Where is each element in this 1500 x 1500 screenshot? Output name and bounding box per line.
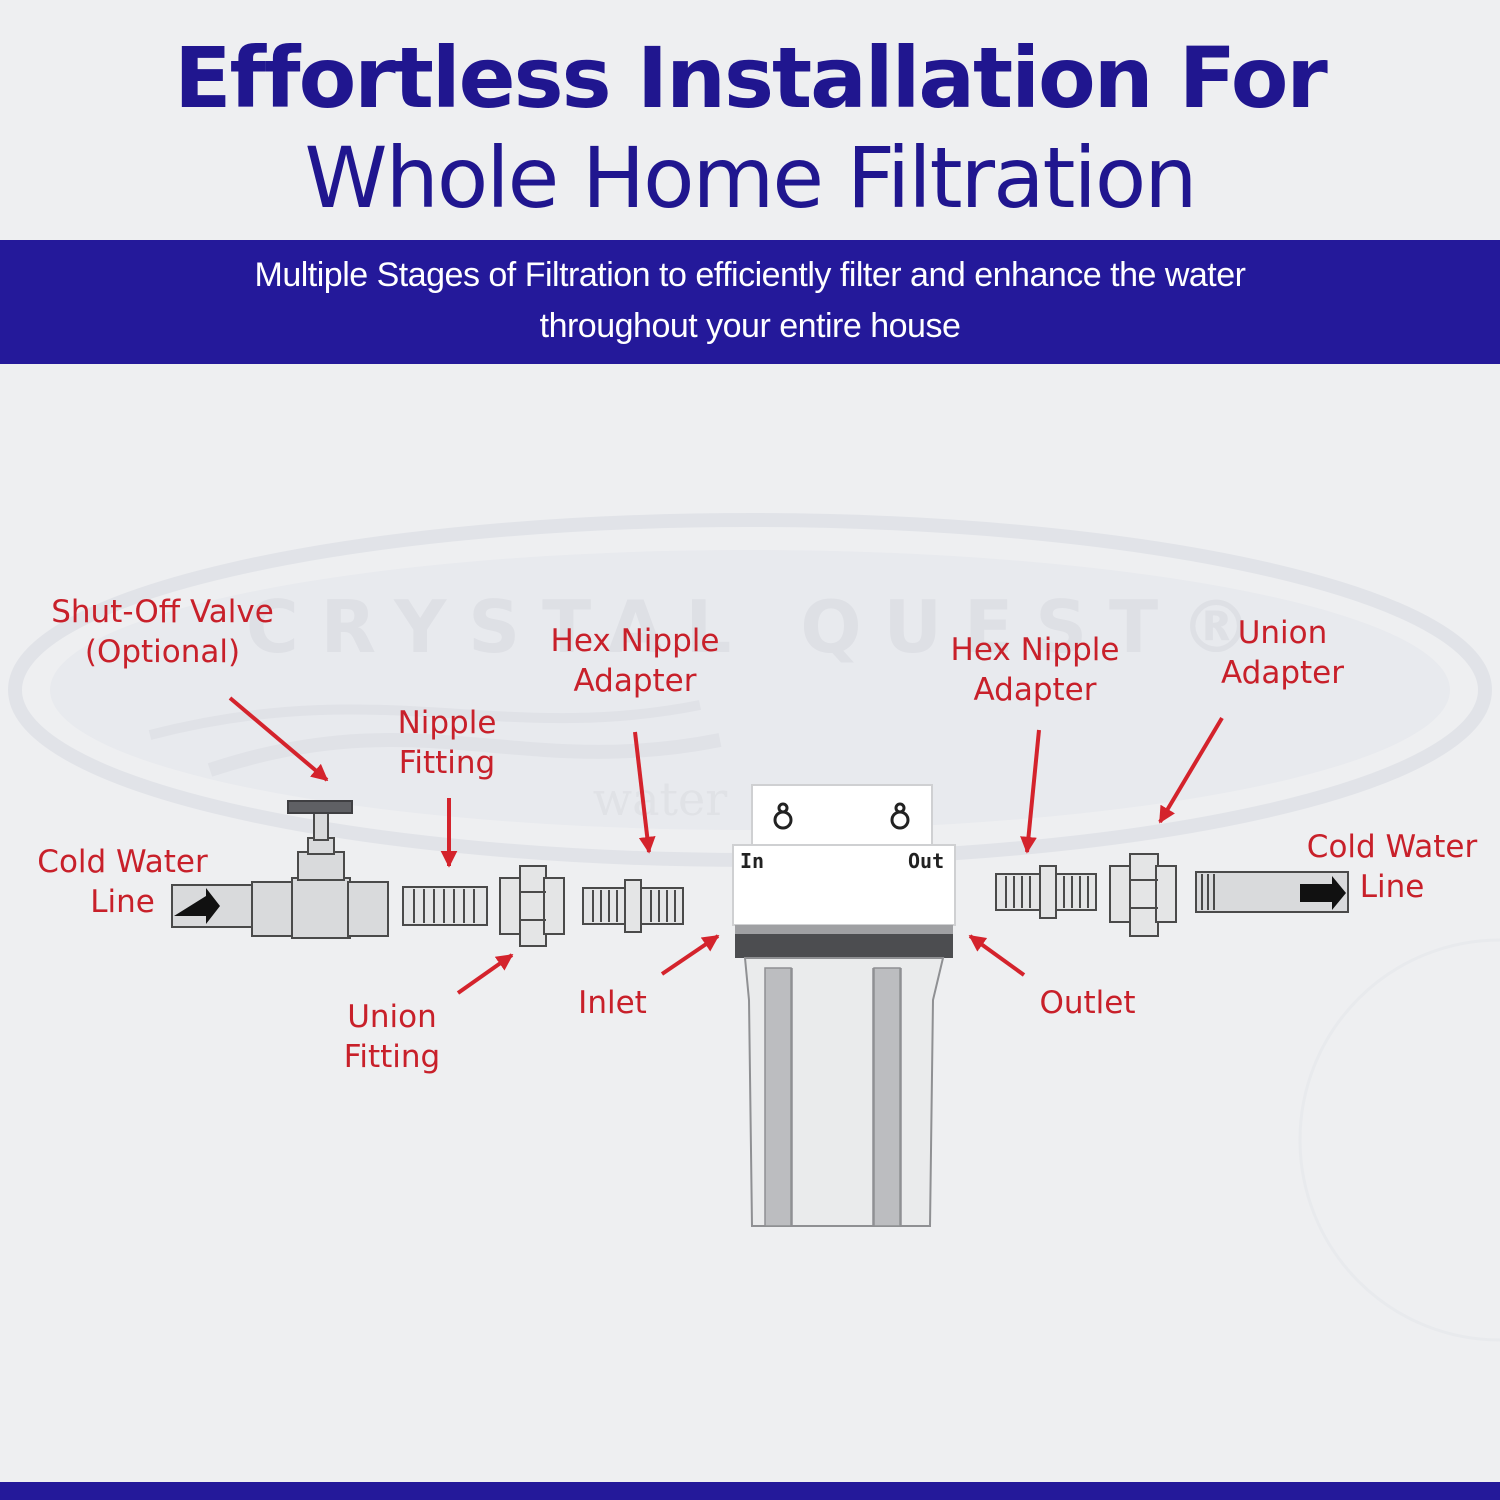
- subtitle-line-1: Multiple Stages of Filtration to efficie…: [254, 256, 1247, 294]
- filter-housing: In Out: [732, 784, 956, 1227]
- label-text: Outlet: [1039, 985, 1136, 1021]
- arrow-shut-off-valve: [228, 696, 329, 782]
- label-text: Fitting: [398, 745, 496, 781]
- label-text: Adapter: [573, 663, 697, 699]
- label-text: (Optional): [84, 634, 241, 670]
- watermark-logo: CRYSTAL QUEST® water: [8, 513, 1500, 1342]
- label-text: Hex Nipple: [550, 623, 720, 659]
- subtitle: Multiple Stages of Filtration to efficie…: [150, 250, 1350, 352]
- label-text: Fitting: [343, 1039, 441, 1075]
- shut-off-valve: [251, 800, 389, 939]
- subtitle-band: [0, 240, 1500, 364]
- label-union-adapter: Union Adapter: [1205, 613, 1360, 693]
- arrow-union-fitting: [456, 953, 514, 995]
- arrow-inlet: [660, 934, 720, 976]
- watermark-brand: CRYSTAL QUEST®: [246, 585, 1274, 669]
- nipple-fitting: [402, 886, 488, 926]
- callout-arrows: [228, 696, 1224, 995]
- label-cold-water-line-right: Cold Water Line: [1292, 827, 1492, 907]
- label-outlet: Outlet: [1025, 983, 1150, 1023]
- label-text: Adapter: [1221, 655, 1344, 691]
- in-port-label: In: [740, 849, 764, 873]
- bottom-bar: [0, 1482, 1500, 1500]
- label-text: Union: [347, 999, 437, 1035]
- arrow-union-adapter: [1158, 716, 1224, 824]
- watermark-tagline: water: [593, 772, 728, 826]
- arrow-hex-nipple-left: [633, 731, 656, 854]
- page-title-line-1: Effortless Installation For: [174, 29, 1328, 127]
- out-port-label: Out: [908, 849, 944, 873]
- label-text: Inlet: [578, 985, 647, 1021]
- label-cold-water-line-left: Cold Water Line: [20, 842, 225, 922]
- label-text: Line: [90, 884, 155, 920]
- label-text: Line: [1359, 869, 1425, 905]
- cold-water-pipe-right: [1195, 871, 1349, 913]
- label-text: Union: [1237, 615, 1328, 651]
- keyhole-icon: [773, 802, 793, 830]
- label-text: Nipple: [397, 705, 497, 741]
- hex-nipple-adapter-right: [995, 865, 1097, 919]
- arrow-outlet: [968, 934, 1026, 977]
- label-text: Cold Water: [37, 844, 208, 880]
- cold-water-pipe-left: [171, 884, 255, 928]
- label-text: Hex Nipple: [950, 632, 1120, 668]
- label-hex-nipple-adapter-right: Hex Nipple Adapter: [930, 630, 1140, 710]
- label-shut-off-valve: Shut-Off Valve (Optional): [30, 592, 295, 672]
- label-union-fitting: Union Fitting: [322, 997, 462, 1077]
- label-inlet: Inlet: [560, 983, 665, 1023]
- hex-nipple-adapter-left: [582, 879, 684, 933]
- union-adapter: [1109, 853, 1177, 937]
- label-nipple-fitting: Nipple Fitting: [372, 703, 522, 783]
- label-hex-nipple-adapter-left: Hex Nipple Adapter: [530, 621, 740, 701]
- page-title-line-2: Whole Home Filtration: [304, 129, 1198, 227]
- arrow-hex-nipple-right: [1020, 729, 1041, 854]
- keyhole-icon: [890, 802, 910, 830]
- label-text: Shut-Off Valve: [51, 594, 274, 630]
- label-text: Cold Water: [1306, 829, 1478, 865]
- installation-diagram: CRYSTAL QUEST® water: [8, 513, 1500, 1342]
- subtitle-line-2: throughout your entire house: [539, 307, 961, 345]
- label-text: Adapter: [973, 672, 1097, 708]
- union-fitting: [499, 865, 565, 947]
